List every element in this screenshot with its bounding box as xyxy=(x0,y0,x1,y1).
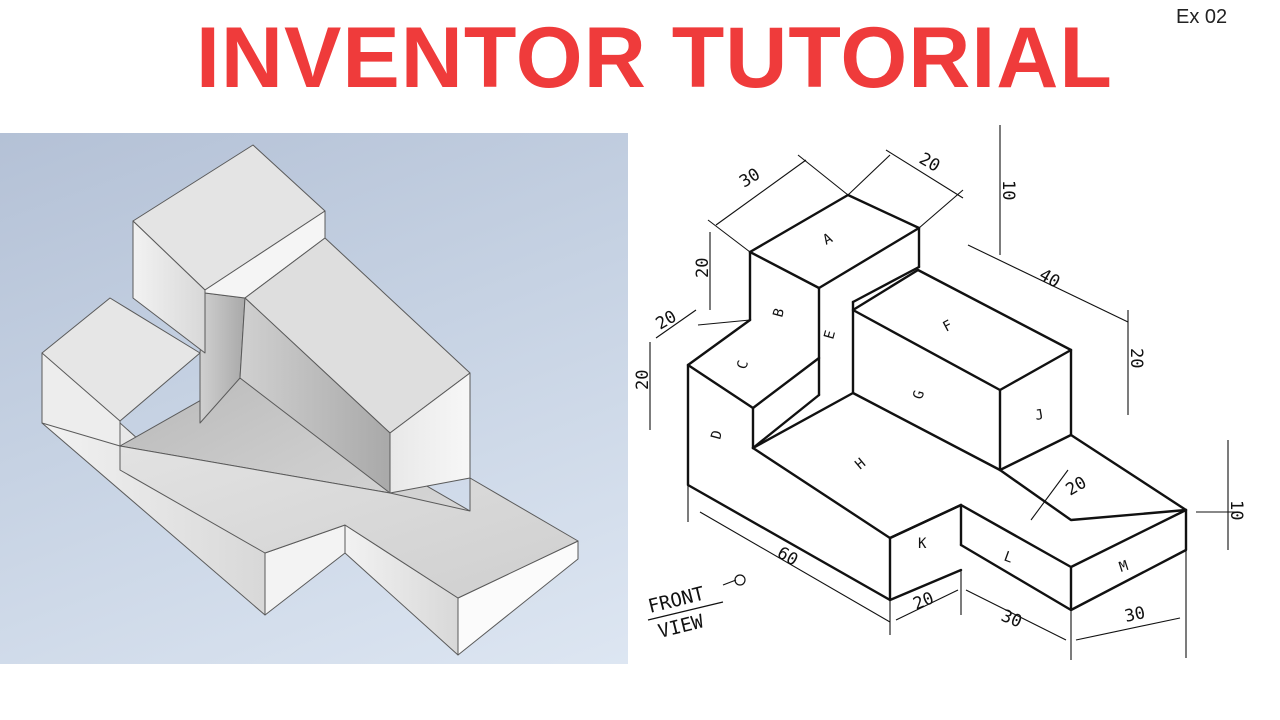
technical-drawing: 30 20 10 20 20 20 40 20 20 60 10 20 30 3… xyxy=(628,110,1280,670)
dim-front-l: 30 xyxy=(998,606,1024,632)
dim-top-depth: 20 xyxy=(916,149,944,177)
dim-step-c-depth: 20 xyxy=(653,307,681,335)
dim-front-m: 30 xyxy=(1123,603,1147,627)
dim-base-height: 10 xyxy=(1226,500,1246,520)
step-front xyxy=(41,352,121,447)
exercise-label: Ex 02 xyxy=(1176,6,1228,28)
face-label-d: D xyxy=(708,429,726,441)
edge-face-e xyxy=(751,393,821,450)
face-label-a: A xyxy=(820,230,835,248)
edge-slot xyxy=(998,468,1188,522)
face-label-f: F xyxy=(940,317,955,335)
edge-block-f xyxy=(851,268,1073,392)
face-label-j: J xyxy=(1034,407,1045,424)
dim-step-height: 10 xyxy=(998,180,1018,200)
face-label-h: H xyxy=(852,455,869,473)
tall-block-left xyxy=(132,220,206,354)
edge-face-l xyxy=(959,503,1073,612)
technical-drawing-svg: 30 20 10 20 20 20 40 20 20 60 10 20 30 3… xyxy=(633,125,1246,660)
dim-block-b-height: 20 xyxy=(693,258,713,278)
dim-left-height: 20 xyxy=(633,370,653,390)
dim-top-width: 30 xyxy=(736,164,764,192)
face-label-m: M xyxy=(1117,558,1130,576)
edge-face-h xyxy=(751,391,1002,472)
face-label-b: B xyxy=(770,307,788,319)
edge-face-m xyxy=(1069,508,1188,612)
face-label-l: L xyxy=(1002,549,1015,567)
3d-model-svg xyxy=(41,144,579,656)
base-floor-front xyxy=(119,445,579,599)
page-title: INVENTOR TUTORIAL xyxy=(196,10,1113,106)
face-label-g: G xyxy=(910,389,928,401)
face-label-c: C xyxy=(734,359,752,371)
face-label-e: E xyxy=(821,329,839,341)
right-block-right xyxy=(389,372,471,494)
front-view-line2: VIEW xyxy=(656,610,706,643)
front-view-arrow-icon xyxy=(734,574,746,586)
face-label-k: K xyxy=(918,536,927,552)
3d-model-render xyxy=(0,133,628,664)
dim-slot-width: 20 xyxy=(1063,473,1091,501)
edge-step-c xyxy=(686,318,821,410)
edge-block-a xyxy=(748,193,921,290)
dim-right-height: 20 xyxy=(1126,348,1146,368)
